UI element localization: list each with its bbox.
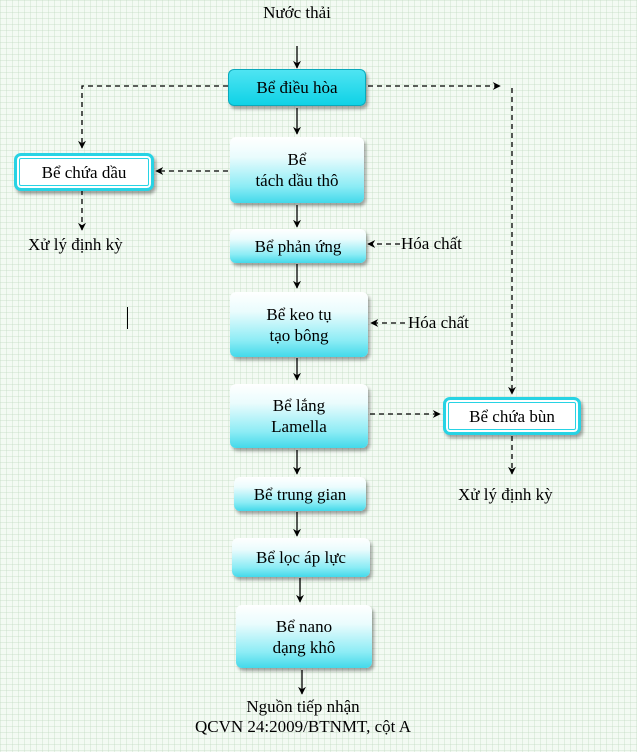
- xu-ly-dinh-ky-right: Xử lý định kỳ: [458, 485, 553, 504]
- box-be-loc-ap-luc[interactable]: Bể lọc áp lực: [232, 538, 370, 577]
- box-be-keo-tu-tao-bong[interactable]: Bể keo tụ tạo bông: [230, 292, 368, 357]
- output-label-line2: QCVN 24:2009/BTNMT, cột A: [195, 717, 411, 736]
- box-be-chua-bun[interactable]: Bể chứa bùn: [443, 397, 581, 435]
- box-be-dieu-hoa[interactable]: Bể điều hòa: [228, 69, 366, 106]
- hoa-chat-label-1: Hóa chất: [401, 234, 462, 253]
- box-be-chua-dau[interactable]: Bể chứa dầu: [14, 153, 154, 191]
- dashed-dieu-hoa-to-chua-dau: [78, 85, 228, 149]
- hoa-chat-label-2: Hóa chất: [408, 313, 469, 332]
- input-label: Nước thải: [263, 3, 331, 22]
- box-be-phan-ung[interactable]: Bể phản ứng: [230, 229, 366, 263]
- box-be-nano-dang-kho[interactable]: Bể nano dạng khô: [236, 605, 372, 668]
- xu-ly-dinh-ky-left: Xử lý định kỳ: [28, 235, 123, 254]
- box-be-trung-gian[interactable]: Bể trung gian: [234, 477, 366, 511]
- box-be-lang-lamella[interactable]: Bể lắng Lamella: [230, 384, 368, 448]
- text-cursor: [127, 307, 128, 329]
- box-be-tach-dau-tho[interactable]: Bể tách dầu thô: [230, 137, 364, 203]
- output-label-line1: Nguồn tiếp nhận: [246, 697, 360, 716]
